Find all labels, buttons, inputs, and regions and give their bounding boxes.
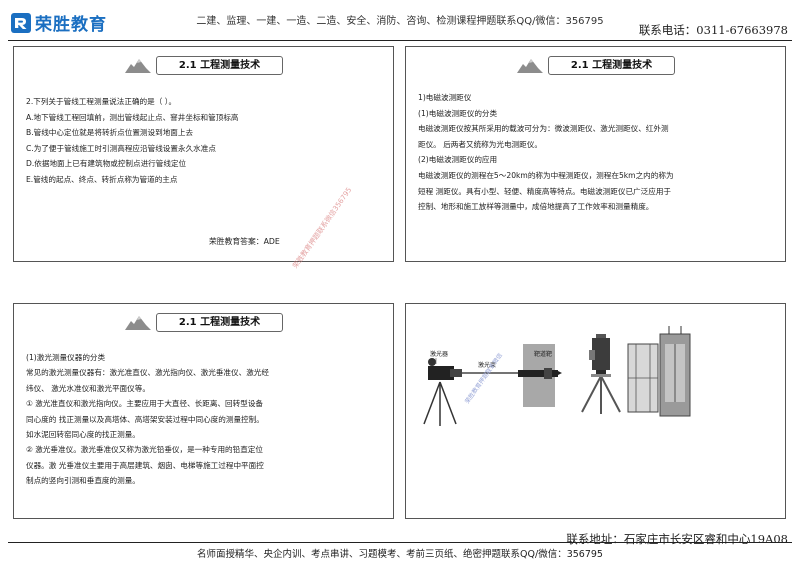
text-line: ② 激光垂准仪。激光垂准仪又称为激光铅垂仪，是一种专用的铅直定位 <box>26 445 264 455</box>
contact-phone: 联系电话：0311-67663978 <box>638 23 788 37</box>
laser-diagram: 激光器 激光束 靶道靶 <box>423 344 562 426</box>
option-e: E.管线的起点、终点、转折点称为管道的主点 <box>26 174 178 184</box>
text-line: (1)激光测量仪器的分类 <box>26 353 106 362</box>
slide-panel-question: 2.1 工程测量技术 2.下列关于管线工程测量说法正确的是（ ）。 A.地下管线… <box>13 46 394 270</box>
label-beam: 激光束 <box>478 361 496 369</box>
slide-panel-rangefinder: 2.1 工程测量技术 1)电磁波测距仪 (1)电磁波测距仪的分类 电磁波测距仪按… <box>405 46 786 262</box>
shaft-frame-photo <box>627 326 691 417</box>
text-line: 控制、地形和施工放样等测量中，成倍地提高了工作效率和测量精度。 <box>418 202 654 212</box>
text-line: 仪器。激 光垂准仪主要用于高层建筑、烟囱、电梯等施工过程中平面控 <box>26 460 264 470</box>
laser-instrument-illustration: 激光器 激光束 靶道靶 荣胜教育押题联系 <box>423 326 691 426</box>
text-line: 如水泥回转窑同心度的找正测量。 <box>26 430 140 440</box>
panel-title: 2.1 工程测量技术 <box>156 55 283 75</box>
rangefinder-text: 1)电磁波测距仪 (1)电磁波测距仪的分类 电磁波测距仪按其所采用的载波可分为：… <box>418 90 718 215</box>
mountain-icon <box>125 316 151 330</box>
watermark: 荣胜教育押题联系微信 <box>463 351 504 405</box>
option-c: C.为了便于管线施工时引测高程应沿管线设置永久水准点 <box>26 143 216 153</box>
panel-title: 2.1 工程测量技术 <box>156 312 283 332</box>
logo-mark-icon <box>11 12 31 33</box>
footer-divider <box>8 542 792 543</box>
label-target: 靶道靶 <box>534 350 552 358</box>
text-line: 短程 测距仪。具有小型、轻便、精度高等特点。电磁波测距仪已广泛应用于 <box>418 186 672 196</box>
laser-text: (1)激光测量仪器的分类 常见的激光测量仪器有：激光准直仪、激光指向仪、激光垂准… <box>26 350 288 489</box>
brand-logo: 荣胜教育 <box>10 10 107 35</box>
text-line: 同心度的 找正测量以及高塔体、高塔架安装过程中同心度的测量控制。 <box>26 414 264 424</box>
option-a: A.地下管线工程回填前，测出管线起止点、窨井坐标和管顶标高 <box>26 112 239 122</box>
panel-header: 2.1 工程测量技术 <box>124 55 283 75</box>
mountain-icon <box>517 59 543 73</box>
label-instrument: 激光器 <box>430 350 448 358</box>
option-d: D.依据地面上已有建筑物或控制点进行管线定位 <box>26 159 187 169</box>
text-line: (1)电磁波测距仪的分类 <box>418 108 498 118</box>
footer-tagline: 名师面授精华、央企内训、考点串讲、习题模考、考前三页纸、绝密押题联系QQ/微信：… <box>197 549 603 560</box>
text-line: 常见的激光测量仪器有：激光准直仪、激光指向仪、激光垂准仪、激光经 <box>26 368 269 378</box>
question-text: 2.下列关于管线工程测量说法正确的是（ ）。 A.地下管线工程回填前，测出管线起… <box>26 94 288 188</box>
text-line: 1)电磁波测距仪 <box>418 93 472 102</box>
answer-text: 荣胜教育答案：ADE <box>209 237 280 246</box>
option-b: B.管线中心定位就是将转折点位置测设到地面上去 <box>26 128 194 138</box>
text-line: (2)电磁波测距仪的应用 <box>418 155 498 165</box>
text-line: 距仪。 后两者又统称为光电测距仪。 <box>418 139 542 149</box>
panel-header: 2.1 工程测量技术 <box>124 312 283 332</box>
laser-plummet-photo <box>581 334 621 414</box>
text-line: ① 激光准直仪和激光指向仪。主要应用于大直径、长距离、回转型设备 <box>26 399 264 409</box>
header-divider <box>8 40 792 41</box>
contact-address: 联系地址：石家庄市长安区睿和中心19A08 <box>566 532 788 546</box>
text-line: 电磁波测距仪的测程在5～20km的称为中程测距仪，测程在5km之内的称为 <box>418 170 674 180</box>
text-line: 电磁波测距仪按其所采用的载波可分为：微波测距仪、激光测距仪、红外测 <box>418 124 669 134</box>
text-line: 纬仪、 激光水准仪和激光平面仪等。 <box>26 383 150 393</box>
slide-panel-laser: 2.1 工程测量技术 (1)激光测量仪器的分类 常见的激光测量仪器有：激光准直仪… <box>13 303 394 519</box>
header-tagline: 二建、监理、一建、一造、二造、安全、消防、咨询、检测课程押题联系QQ/微信：35… <box>196 16 604 27</box>
brand-name: 荣胜教育 <box>35 15 107 35</box>
question-stem: 2.下列关于管线工程测量说法正确的是（ ）。 <box>26 97 177 106</box>
slide-panel-images: 激光器 激光束 靶道靶 荣胜教育押题联系 <box>405 303 786 519</box>
text-line: 制点的竖向引测和垂直度的测量。 <box>26 476 140 486</box>
panel-header: 2.1 工程测量技术 <box>516 55 675 75</box>
watermark: 荣胜教育押题联系微信356795 <box>291 186 354 270</box>
mountain-icon <box>125 59 151 73</box>
panel-title: 2.1 工程测量技术 <box>548 55 675 75</box>
